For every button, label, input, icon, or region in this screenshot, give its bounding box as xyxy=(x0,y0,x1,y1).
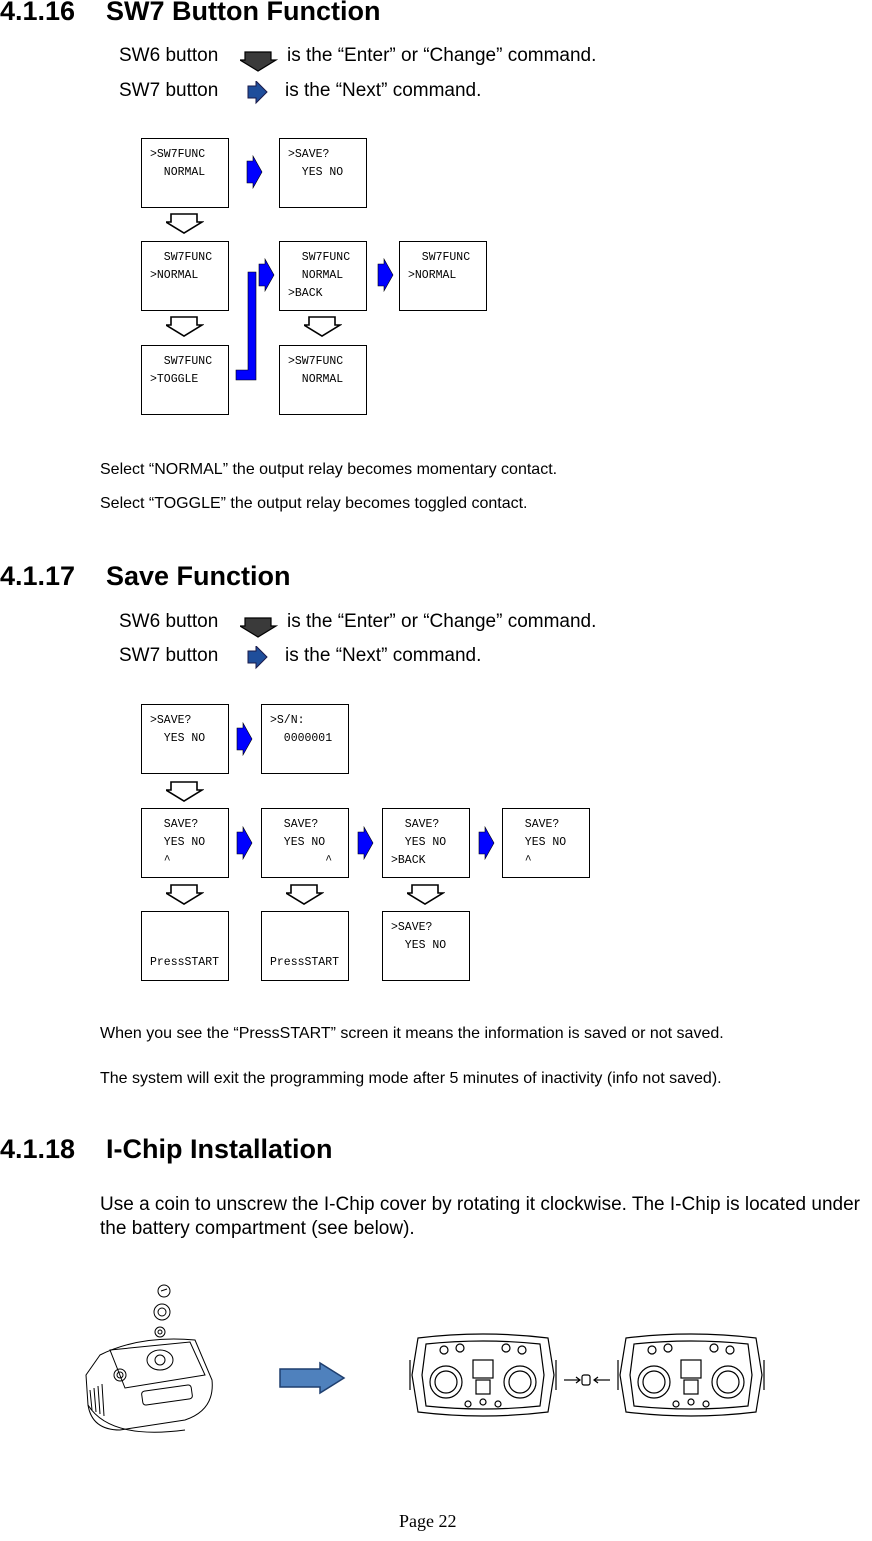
lcd-screen: SAVE? YES NO ^ xyxy=(141,808,229,878)
note-normal: Select “NORMAL” the output relay becomes… xyxy=(100,461,558,478)
sw7-label: SW7 button xyxy=(119,645,219,666)
lcd-screen: SW7FUNC NORMAL>BACK xyxy=(279,241,367,311)
section-heading-ichip: 4.1.18 I-Chip Installation xyxy=(0,1134,333,1165)
sw7-description: is the “Next” command. xyxy=(285,80,482,101)
sw6-description: is the “Enter” or “Change” command. xyxy=(287,45,597,66)
enter-arrow-icon xyxy=(286,884,323,905)
sw7-label: SW7 button xyxy=(119,80,219,101)
enter-arrow-icon xyxy=(166,213,203,234)
next-arrow-icon xyxy=(377,258,394,292)
next-arrow-icon xyxy=(478,826,495,860)
next-arrow-icon xyxy=(357,826,374,860)
right-arrow-icon xyxy=(279,1361,346,1395)
sw7-description: is the “Next” command. xyxy=(285,645,482,666)
lcd-screen: PressSTART xyxy=(141,911,229,981)
enter-arrow-icon xyxy=(166,781,203,802)
lcd-screen: >SAVE? YES NO xyxy=(141,704,229,774)
lcd-screen: SAVE? YES NO ^ xyxy=(502,808,590,878)
ichip-instructions: Use a coin to unscrew the I-Chip cover b… xyxy=(100,1194,860,1239)
sw6-down-arrow-icon xyxy=(240,51,277,72)
lcd-screen: >SW7FUNC NORMAL xyxy=(279,345,367,415)
lcd-screen: SW7FUNC>NORMAL xyxy=(141,241,229,311)
transmitter-illustration xyxy=(85,1284,213,1433)
next-arrow-icon xyxy=(236,722,253,756)
next-arrow-icon xyxy=(236,826,253,860)
section-heading-sw7: 4.1.16 SW7 Button Function xyxy=(0,0,380,27)
section-title: SW7 Button Function xyxy=(106,0,381,26)
lcd-screen: >SW7FUNC NORMAL xyxy=(141,138,229,208)
sw6-down-arrow-icon xyxy=(240,617,277,638)
enter-arrow-icon xyxy=(166,884,203,905)
next-connector-arrow-icon xyxy=(235,271,257,381)
sw6-label: SW6 button xyxy=(119,45,219,66)
section-title: I-Chip Installation xyxy=(106,1134,333,1164)
lcd-screen: SW7FUNC>NORMAL xyxy=(399,241,487,311)
enter-arrow-icon xyxy=(304,316,341,337)
sw7-right-arrow-icon xyxy=(247,646,268,669)
transmitter-front-illustration xyxy=(409,1333,557,1417)
section-number: 4.1.17 xyxy=(0,561,76,591)
section-heading-save: 4.1.17 Save Function xyxy=(0,561,291,592)
note-toggle: Select “TOGGLE” the output relay becomes… xyxy=(100,495,528,512)
lcd-screen: SW7FUNC>TOGGLE xyxy=(141,345,229,415)
sw7-right-arrow-icon xyxy=(247,81,268,104)
transmitter-front-illustration xyxy=(617,1333,765,1417)
lcd-screen: SAVE? YES NO>BACK xyxy=(382,808,470,878)
section-number: 4.1.18 xyxy=(0,1134,76,1164)
page-number: Page 22 xyxy=(399,1511,457,1531)
sw6-description: is the “Enter” or “Change” command. xyxy=(287,611,597,632)
lcd-screen: SAVE? YES NO ^ xyxy=(261,808,349,878)
note-timeout: The system will exit the programming mod… xyxy=(100,1070,722,1087)
lcd-screen: >SAVE? YES NO xyxy=(279,138,367,208)
section-number: 4.1.16 xyxy=(0,0,76,26)
sw6-label: SW6 button xyxy=(119,611,219,632)
section-title: Save Function xyxy=(106,561,291,591)
note-pressstart: When you see the “PressSTART” screen it … xyxy=(100,1025,724,1042)
i-chip-icon xyxy=(564,1374,610,1386)
lcd-screen: PressSTART xyxy=(261,911,349,981)
lcd-screen: >S/N: 0000001 xyxy=(261,704,349,774)
next-arrow-icon xyxy=(246,155,263,189)
enter-arrow-icon xyxy=(166,316,203,337)
lcd-screen: >SAVE? YES NO xyxy=(382,911,470,981)
enter-arrow-icon xyxy=(407,884,444,905)
